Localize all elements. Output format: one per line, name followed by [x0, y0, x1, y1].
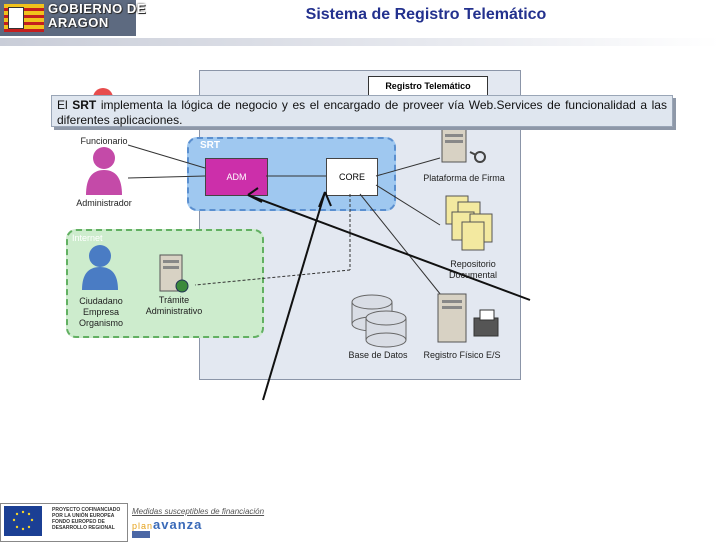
- plan-logo-name: avanza: [153, 517, 203, 532]
- plan-logo-prefix: plan: [132, 521, 154, 531]
- repositorio-documents-icon: [445, 195, 493, 251]
- registro-label: Registro Físico E/S: [423, 350, 501, 360]
- ciudadano-user-icon: [82, 245, 118, 290]
- core-firma-connector: [375, 157, 441, 177]
- header-divider: [0, 38, 720, 46]
- callout-text: implementa la lógica de negocio y es el …: [57, 98, 667, 127]
- internet-zone-label: Internet: [72, 233, 103, 243]
- logo-text: GOBIERNO DE ARAGON: [48, 1, 146, 30]
- repositorio-label: Repositorio Documental: [448, 259, 498, 280]
- tramite-label: Trámite Administrativo: [145, 295, 203, 316]
- adm-box: ADM: [205, 158, 268, 196]
- database-label: Base de Datos: [348, 350, 408, 360]
- aragon-flag-icon: [4, 4, 44, 32]
- callout-bold-term: SRT: [72, 98, 97, 112]
- srt-description-callout: El SRT implementa la lógica de negocio y…: [51, 95, 673, 127]
- core-repositorio-connector: [375, 184, 441, 226]
- page-title: Sistema de Registro Telemático: [305, 6, 547, 23]
- ciudadano-label: Ciudadano Empresa Organismo: [78, 296, 123, 328]
- administrador-label: Administrador: [76, 198, 132, 208]
- firma-server-icon: [441, 127, 486, 163]
- srt-zone-label: SRT: [200, 140, 220, 151]
- funcionario-adm-connector: [127, 144, 206, 169]
- annotation-arrow-left: [262, 191, 326, 401]
- financiacion-link[interactable]: Medidas susceptibles de financiación: [132, 507, 265, 516]
- funcionario-label: Funcionario: [80, 136, 128, 146]
- administrador-user-icon: [86, 147, 122, 195]
- callout-prefix: El: [57, 98, 73, 112]
- eu-flag-icon: [4, 506, 42, 536]
- core-box: CORE: [326, 158, 378, 196]
- tramite-server-icon: [159, 254, 189, 293]
- admin-adm-connector: [127, 175, 206, 179]
- registro-server-icon: [437, 293, 499, 343]
- core-registro-connector: [359, 193, 446, 301]
- plan-avanza-logo: planavanza: [132, 517, 202, 532]
- database-icon: [351, 294, 407, 348]
- firma-label: Plataforma de Firma: [423, 173, 505, 183]
- ministry-logo: [132, 531, 150, 538]
- annotation-arrow-right: [247, 194, 531, 301]
- eu-cofinancing-text: PROYECTO COFINANCIADO POR LA UNIÓN EUROP…: [52, 507, 121, 531]
